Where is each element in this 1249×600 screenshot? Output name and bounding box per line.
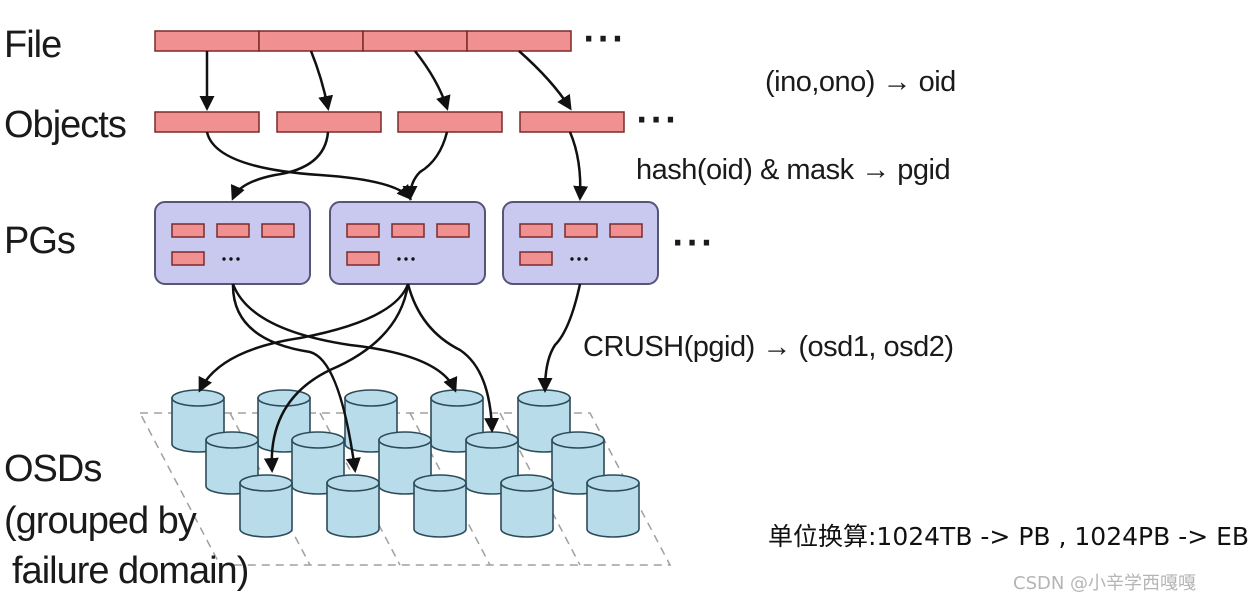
- formula-crush: CRUSH(pgid) → (osd1, osd2): [583, 331, 954, 363]
- row-label-pgs: PGs: [4, 220, 76, 262]
- pg-boxes: [154, 201, 659, 285]
- file-to-object-arrows: [199, 50, 572, 111]
- formula-pgid: hash(oid) & mask → pgid: [636, 154, 951, 186]
- object-bars: [154, 111, 625, 133]
- unit-conversion-note: 单位换算:1024TB -> PB , 1024PB -> EB: [768, 522, 1249, 551]
- pg-inner-ellipsis: [222, 257, 588, 261]
- pg-3: [502, 201, 659, 285]
- osd-cylinder: [500, 474, 554, 538]
- object-2: [276, 111, 382, 133]
- pg-1: [154, 201, 311, 285]
- pg-2: [329, 201, 486, 285]
- formula-oid: (ino,ono) → oid: [765, 66, 956, 98]
- row-label-osds-sub1: (grouped by: [4, 500, 197, 542]
- file-bar: [154, 30, 572, 52]
- osd-cylinder: [326, 474, 380, 538]
- csdn-watermark: CSDN @小辛学西嘎嘎: [1013, 573, 1197, 594]
- pg-to-osd-arrows: [198, 283, 582, 473]
- row-label-objects: Objects: [4, 104, 127, 146]
- file-ellipsis: ···: [583, 22, 627, 57]
- pgs-ellipsis: ···: [672, 226, 716, 261]
- row-label-file: File: [4, 24, 62, 66]
- osd-cylinder: [586, 474, 640, 538]
- object-4: [519, 111, 625, 133]
- pg-contents: [171, 223, 643, 266]
- object-3: [397, 111, 503, 133]
- row-label-osds-sub2: failure domain): [12, 550, 249, 592]
- object-to-pg-arrows: [205, 131, 589, 201]
- osd-cylinder: [413, 474, 467, 538]
- osd-cylinders: [171, 389, 640, 538]
- objects-ellipsis: ···: [636, 103, 680, 138]
- object-1: [154, 111, 260, 133]
- row-label-osds: OSDs: [4, 448, 102, 490]
- osd-cylinder: [239, 474, 293, 538]
